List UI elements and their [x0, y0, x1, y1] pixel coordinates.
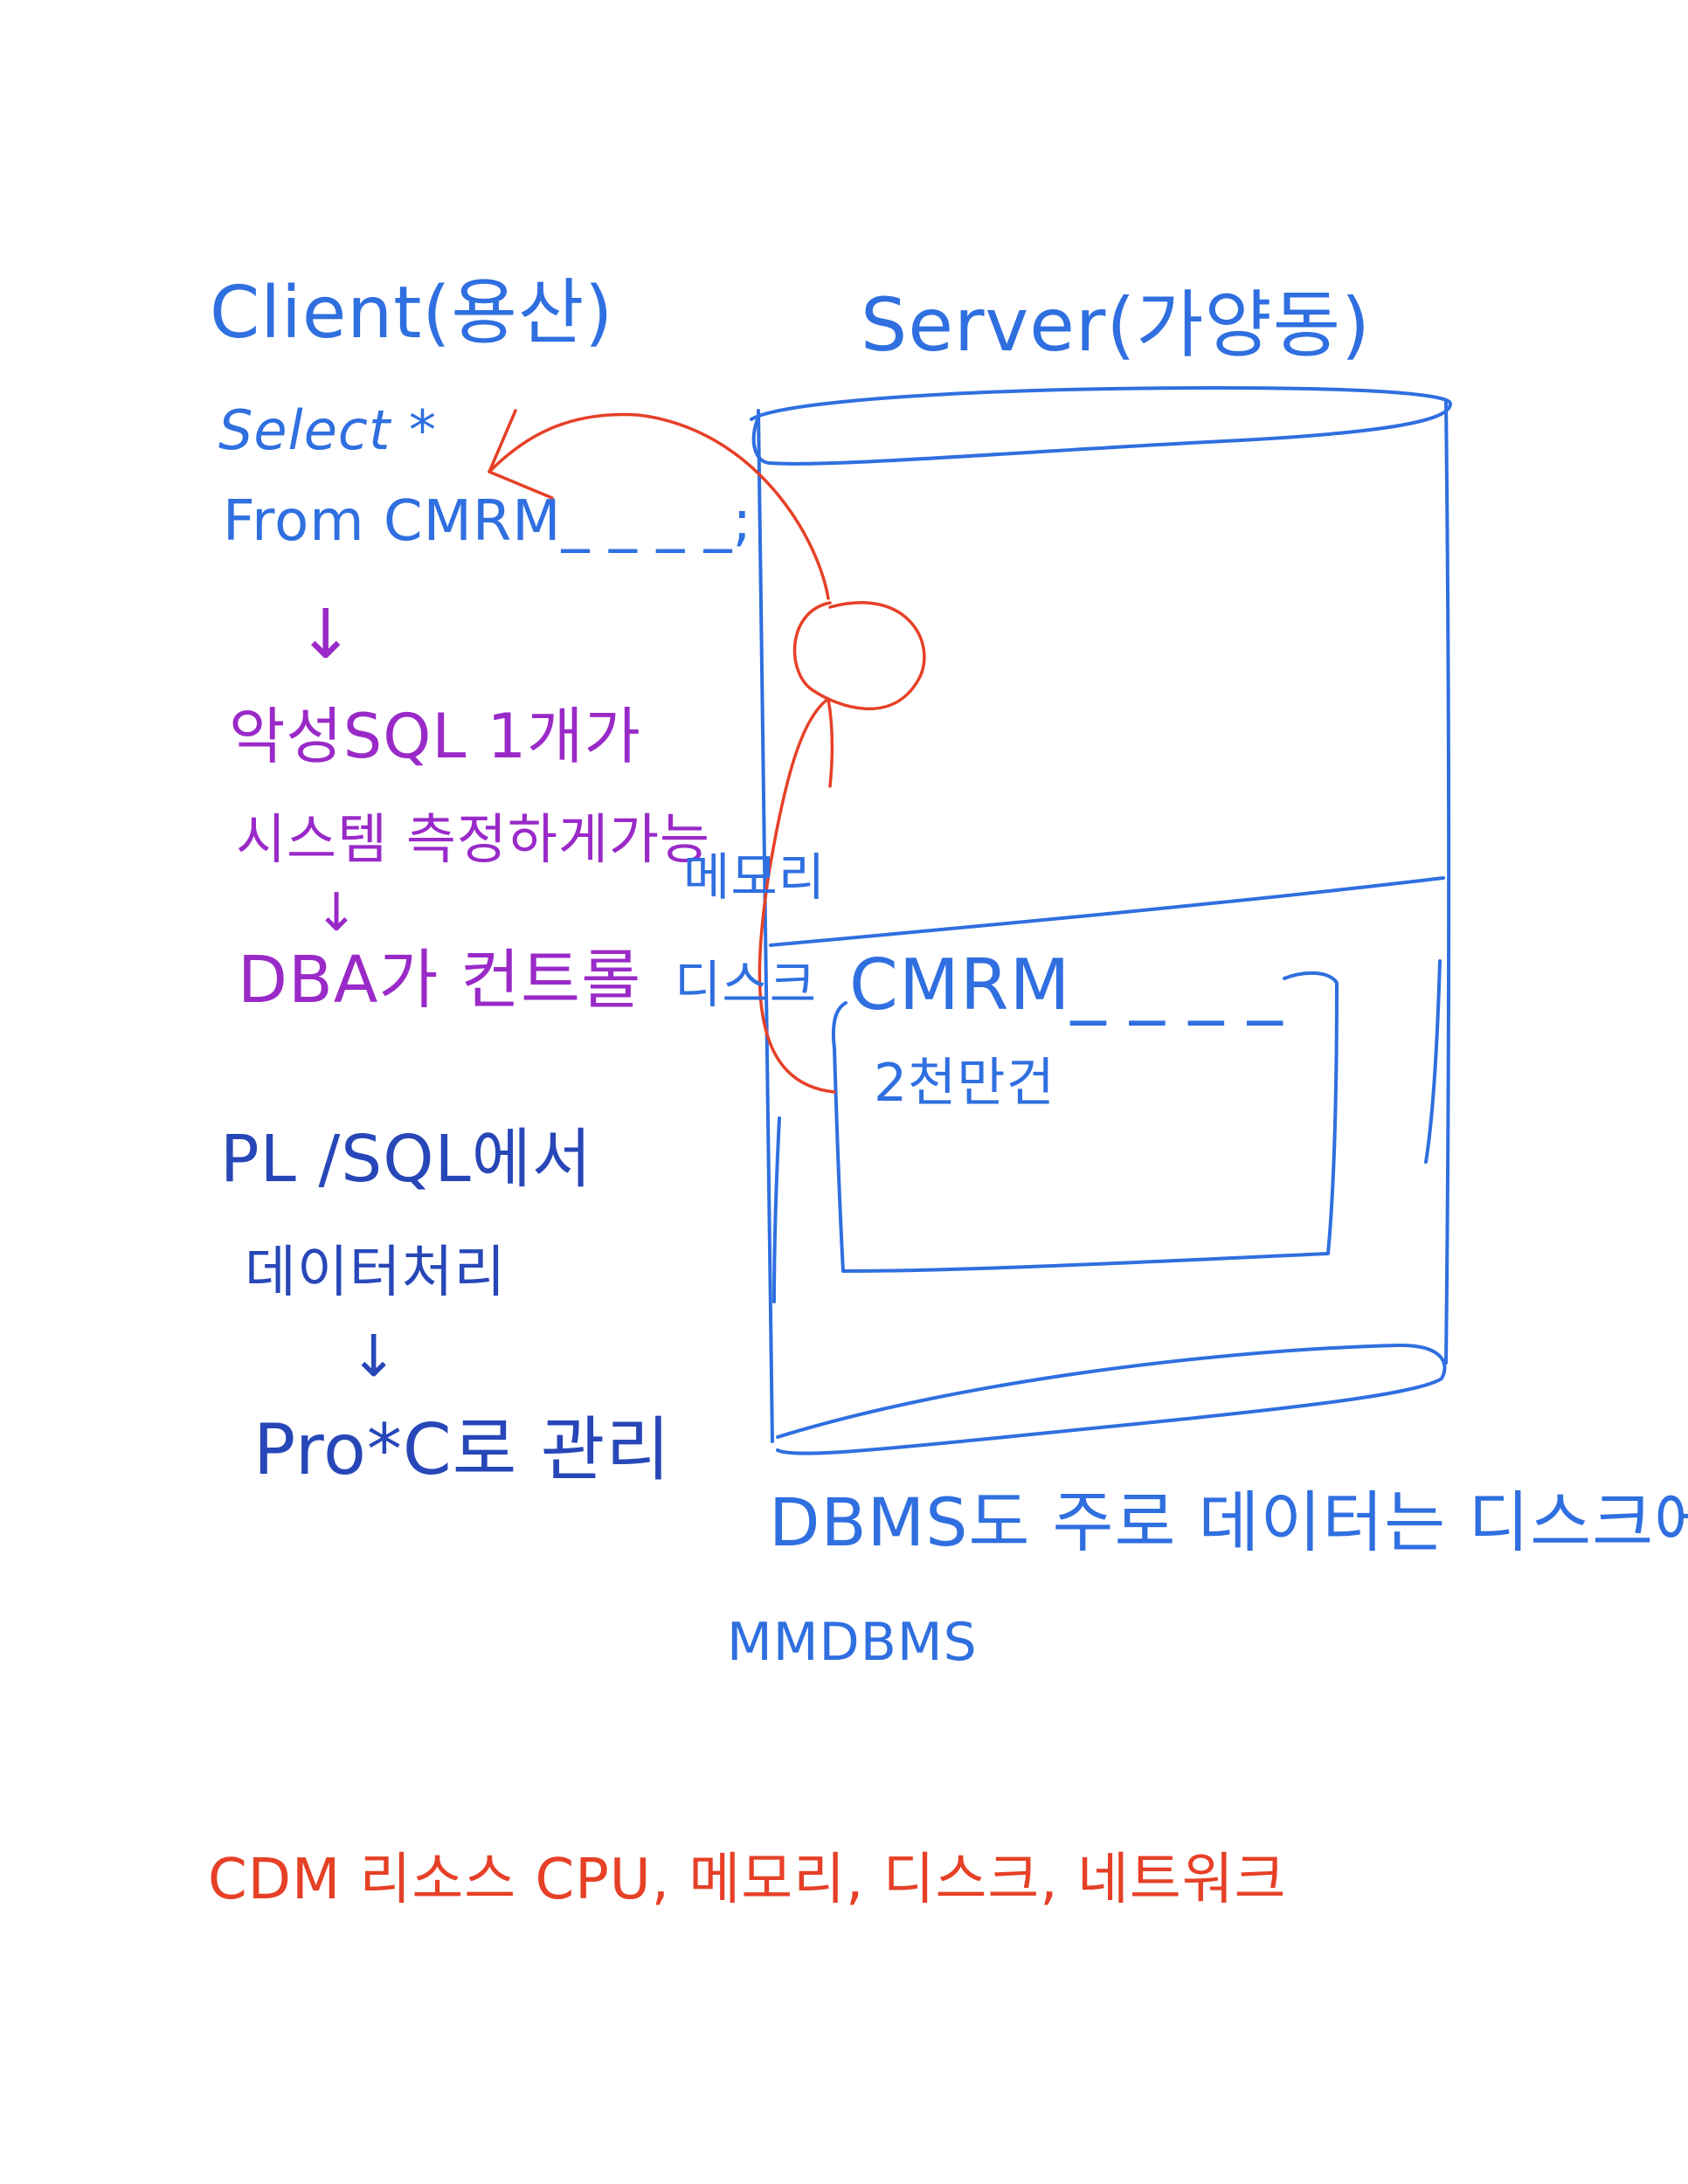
cylinder-top-ellipse: [750, 386, 1452, 466]
note-malicious-sql: 악성SQL 1개가: [229, 701, 641, 772]
note-data-processing: 데이터처리: [245, 1241, 507, 1305]
note-plsql: PL /SQL에서: [220, 1122, 592, 1197]
cylinder-left-wall: [757, 409, 774, 1443]
arrow-from-disk: [758, 697, 836, 1094]
note-dba-control: DBA가 컨트롤: [238, 943, 642, 1018]
disk-label: 디스크: [675, 955, 818, 1014]
cylinder-divider: [769, 876, 1445, 947]
sql-from-line: From CMRM_ _ _ _;: [223, 489, 753, 554]
cylinder-inner-right-stroke: [1424, 959, 1442, 1164]
processing-circle: [792, 601, 926, 711]
arrow-return-curve: [488, 412, 830, 600]
server-title: Server(가양동): [861, 282, 1371, 368]
dbms-disk-note: DBMS도 주로 데이터는 디스크에: [769, 1483, 1688, 1561]
note-proc-manage: Pro*C로 관리: [253, 1409, 672, 1490]
mmdbms-label: MMDBMS: [727, 1612, 978, 1673]
memory-label: 메모리: [683, 847, 827, 907]
red-curved-arrow: [488, 409, 926, 1094]
table-name: CMRM_ _ _ _: [849, 944, 1283, 1026]
sql-select-line: Select *: [218, 398, 437, 462]
down-arrow-icon: ↓: [297, 596, 355, 674]
down-arrow-icon: ↓: [349, 1323, 398, 1390]
table-box: [831, 971, 1339, 1273]
cylinder-bottom-ellipse: [776, 1343, 1447, 1455]
client-title: Client(용산): [210, 272, 614, 355]
cylinder-right-wall: [1444, 398, 1451, 1365]
arrow-head: [488, 409, 554, 500]
cylinder-inner-left-stroke: [772, 1116, 781, 1303]
down-arrow-icon: ↓: [315, 882, 359, 943]
note-system-measure: 시스템 측정하게가능: [236, 807, 711, 871]
row-count: 2천만건: [874, 1053, 1055, 1114]
resources-note: CDM 리소스 CPU, 메모리, 디스크, 네트워크: [208, 1848, 1287, 1912]
server-cylinder: [750, 386, 1452, 1455]
